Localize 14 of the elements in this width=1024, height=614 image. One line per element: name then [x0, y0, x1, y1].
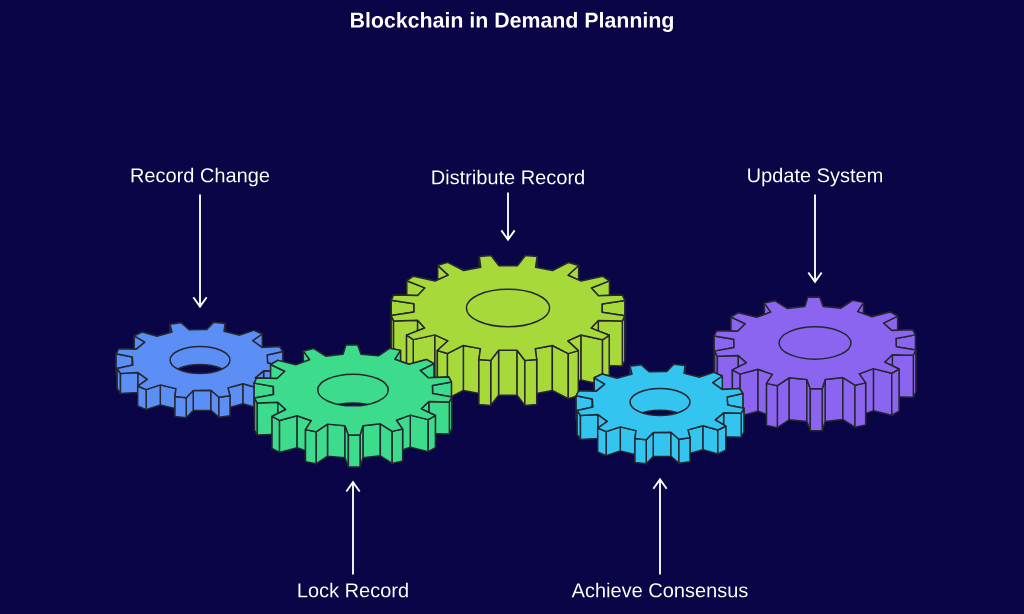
arrow — [192, 193, 208, 309]
arrow — [345, 480, 361, 576]
title: Blockchain in Demand Planning — [351, 12, 673, 32]
step-label: Lock Record — [298, 582, 408, 598]
step-label: Update System — [748, 167, 882, 187]
gear-drawing — [713, 296, 917, 432]
arrow — [652, 477, 668, 576]
step-label: Record Change — [131, 167, 270, 187]
arrow — [807, 193, 823, 284]
step-label: Distribute Record — [432, 169, 584, 185]
gear-drawing — [575, 363, 745, 465]
gear-drawing — [253, 344, 453, 468]
arrow — [500, 191, 516, 242]
step-label: Achieve Consensus — [571, 582, 748, 598]
